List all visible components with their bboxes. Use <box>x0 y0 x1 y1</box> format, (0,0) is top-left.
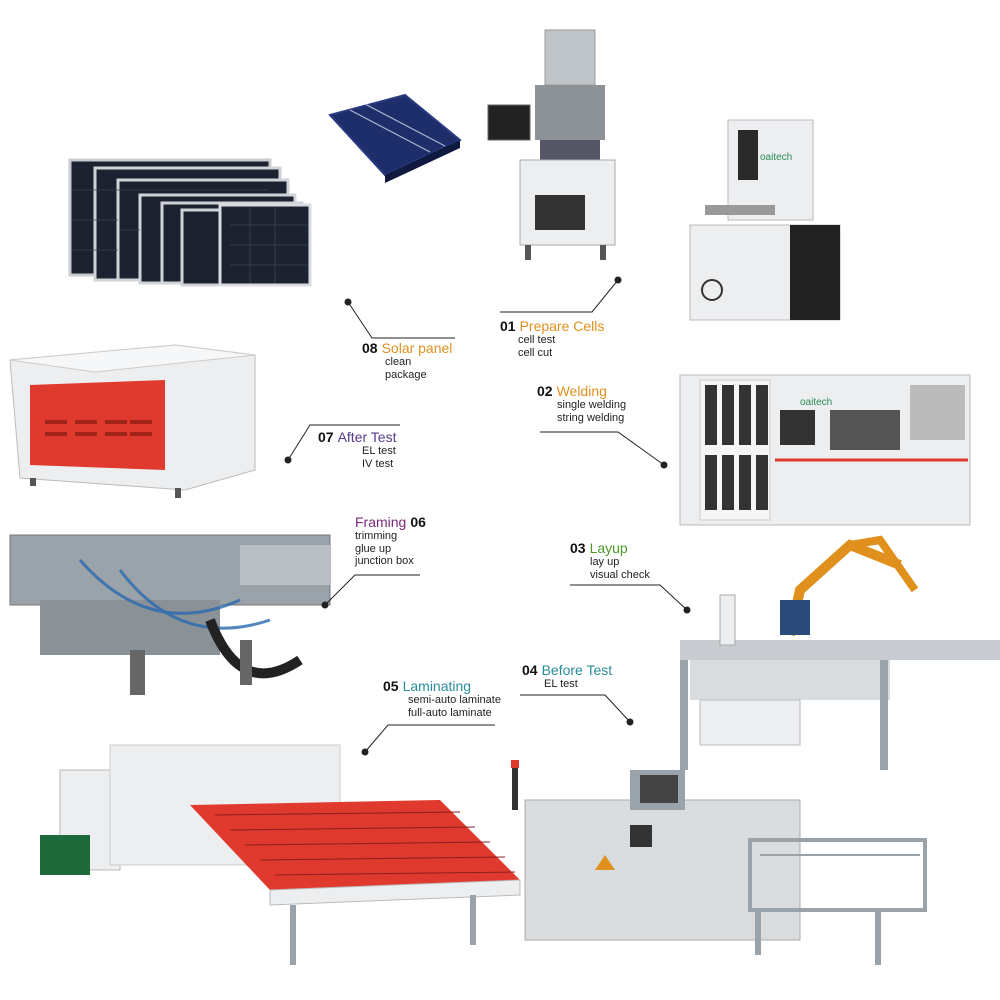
welding-machine-image: oaitech <box>679 374 971 526</box>
step-sub: single welding <box>557 399 627 412</box>
step-number: 06 <box>410 514 426 530</box>
before-test-machine-image <box>511 760 927 965</box>
step-sub: visual check <box>590 568 650 581</box>
step-number: 05 <box>383 678 399 694</box>
cell-test-machine-image <box>487 29 616 260</box>
step-sub: cell cut <box>518 346 553 359</box>
brand-logo-1: oaitech <box>760 152 792 163</box>
step-title: Before Test <box>541 662 613 678</box>
step-number: 04 <box>522 662 538 678</box>
step-sub: full-auto laminate <box>408 706 492 719</box>
step-sub: trimming <box>355 530 398 543</box>
step-sub: lay up <box>590 556 620 569</box>
step-sub: EL test <box>362 445 396 458</box>
step-number: 08 <box>362 340 378 356</box>
step-title: Prepare Cells <box>519 318 605 334</box>
step-sub: cell test <box>518 334 556 347</box>
step-title: Framing <box>355 514 407 530</box>
step-sub: package <box>385 368 427 381</box>
step-sub: semi-auto laminate <box>408 694 501 707</box>
step-sub: junction box <box>355 555 414 568</box>
laser-cutter-image: oaitech <box>689 119 841 321</box>
solar-panels-image <box>68 158 312 287</box>
step-sub: clean <box>385 356 412 369</box>
step-title: Laminating <box>402 678 472 694</box>
step-sub: IV test <box>362 457 394 470</box>
after-test-machine-image <box>9 344 256 498</box>
step-title: Solar panel <box>381 340 453 356</box>
framing-machine-image <box>9 534 331 695</box>
step-sub: EL test <box>544 678 578 691</box>
step-title: Welding <box>556 383 607 399</box>
layup-robot-image <box>680 535 1000 770</box>
step-number: 03 <box>570 540 586 556</box>
brand-logo-2: oaitech <box>800 397 832 408</box>
step-sub: glue up <box>355 542 392 555</box>
step-title: After Test <box>337 429 397 445</box>
connectors <box>284 276 691 756</box>
laminator-image <box>40 744 521 965</box>
step-number: 07 <box>318 429 334 445</box>
solar-cell-image <box>328 93 462 183</box>
step-number: 01 <box>500 318 516 334</box>
step-sub: string welding <box>557 411 625 424</box>
step-number: 02 <box>537 383 553 399</box>
step-title: Layup <box>589 540 628 556</box>
